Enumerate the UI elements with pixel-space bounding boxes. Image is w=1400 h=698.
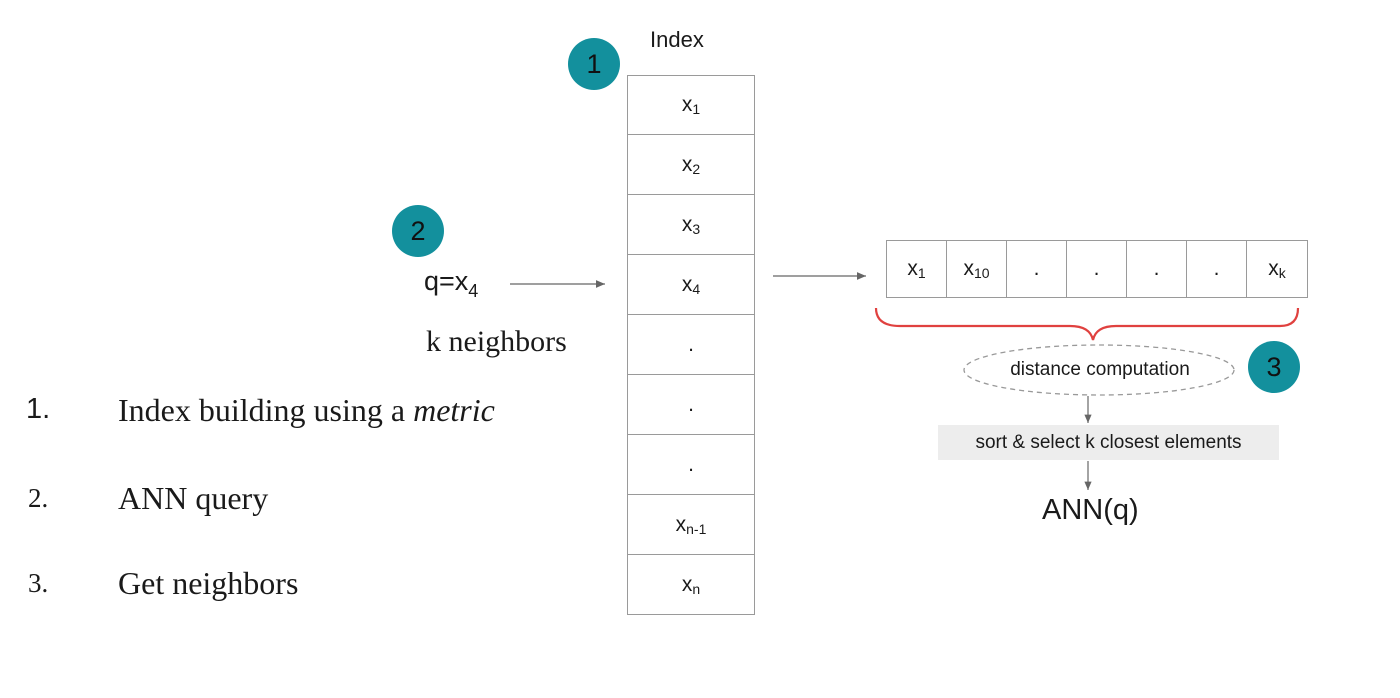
step-text: Index building using a metric [118, 392, 495, 428]
result-cell: . [1187, 241, 1247, 297]
result-brace [874, 307, 1300, 341]
step-number: 3. [28, 568, 49, 598]
distance-computation-label: distance computation [1010, 359, 1190, 380]
step-badge-3: 3 [1248, 341, 1300, 393]
query-label: q=x4 [424, 266, 479, 301]
result-cell: . [1127, 241, 1187, 297]
step-text: ANN query [118, 480, 269, 516]
result-cell: . [1067, 241, 1127, 297]
step-badge-2: 2 [392, 205, 444, 257]
index-cell: . [628, 375, 754, 435]
index-cell: . [628, 315, 754, 375]
sort-select-box: sort & select k closest elements [938, 425, 1279, 460]
step-badge-1: 1 [568, 38, 620, 90]
step-number: 2. [28, 483, 49, 513]
index-cell: . [628, 435, 754, 495]
k-neighbors-label: k neighbors [426, 325, 567, 358]
step-number: 1. [26, 393, 51, 425]
index-title: Index [650, 27, 704, 52]
distance-ellipse [963, 344, 1235, 396]
ann-output-label: ANN(q) [1042, 494, 1139, 526]
step-text: Get neighbors [118, 565, 299, 601]
result-cell: . [1007, 241, 1067, 297]
